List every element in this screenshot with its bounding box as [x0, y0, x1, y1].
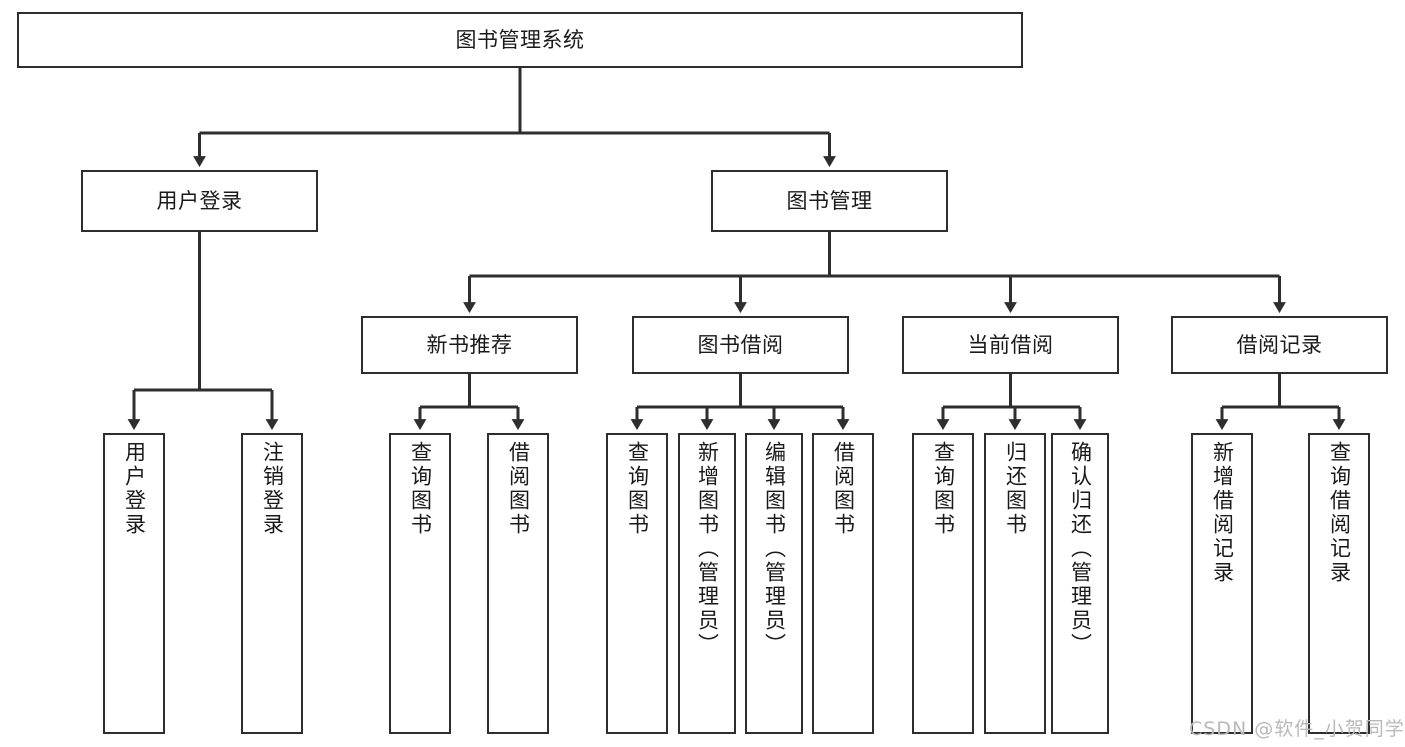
- node-label: 查询图书: [625, 441, 650, 537]
- node-label: 用户登录: [122, 441, 147, 537]
- node-new-book-recommend[interactable]: 新书推荐: [361, 316, 578, 374]
- node-user-login[interactable]: 用户登录: [81, 170, 318, 232]
- leaf-query-book-current[interactable]: 查询图书: [912, 433, 974, 734]
- node-label: 查询图书: [931, 441, 956, 537]
- leaf-edit-book-admin[interactable]: 编辑图书（管理员）: [745, 433, 803, 734]
- leaf-logout[interactable]: 注销登录: [241, 433, 303, 734]
- node-label: 借阅记录: [1236, 332, 1323, 357]
- leaf-user-login[interactable]: 用户登录: [103, 433, 165, 734]
- node-label: 注销登录: [260, 441, 285, 537]
- node-label: 查询图书: [408, 441, 433, 537]
- leaf-query-borrow-record[interactable]: 查询借阅记录: [1308, 433, 1370, 734]
- node-label: 归还图书: [1003, 441, 1028, 537]
- node-label: 用户登录: [156, 188, 243, 213]
- csdn-watermark: CSDN @软件_小贺同学: [1189, 718, 1405, 740]
- node-book-manage[interactable]: 图书管理: [711, 170, 948, 232]
- leaf-confirm-return-admin[interactable]: 确认归还（管理员）: [1051, 433, 1109, 734]
- node-label: 图书管理: [786, 188, 873, 213]
- node-label: 新书推荐: [426, 332, 513, 357]
- leaf-query-book-new[interactable]: 查询图书: [389, 433, 451, 734]
- node-root[interactable]: 图书管理系统: [17, 12, 1023, 68]
- node-label: 新增借阅记录: [1210, 441, 1235, 585]
- node-book-borrow[interactable]: 图书借阅: [632, 316, 849, 374]
- leaf-query-book-borrow[interactable]: 查询图书: [606, 433, 668, 734]
- node-label: 编辑图书（管理员）: [762, 441, 787, 657]
- leaf-add-borrow-record[interactable]: 新增借阅记录: [1191, 433, 1253, 734]
- node-label: 图书借阅: [697, 332, 784, 357]
- node-label: 图书管理系统: [455, 27, 585, 52]
- node-label: 新增图书（管理员）: [695, 441, 720, 657]
- leaf-return-book[interactable]: 归还图书: [984, 433, 1046, 734]
- node-label: 借阅图书: [506, 441, 531, 537]
- node-label: 当前借阅: [967, 332, 1054, 357]
- node-label: 借阅图书: [831, 441, 856, 537]
- node-label: 查询借阅记录: [1327, 441, 1352, 585]
- leaf-add-book-admin[interactable]: 新增图书（管理员）: [678, 433, 736, 734]
- leaf-borrow-book-new[interactable]: 借阅图书: [487, 433, 549, 734]
- leaf-borrow-book[interactable]: 借阅图书: [812, 433, 874, 734]
- node-label: 确认归还（管理员）: [1068, 441, 1093, 657]
- node-current-borrow[interactable]: 当前借阅: [902, 316, 1119, 374]
- node-borrow-record[interactable]: 借阅记录: [1171, 316, 1388, 374]
